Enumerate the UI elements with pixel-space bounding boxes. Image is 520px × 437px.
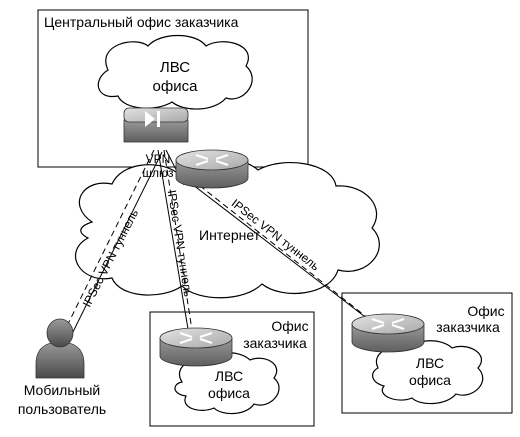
central-router-icon	[175, 149, 249, 189]
central-lan-cloud	[97, 35, 253, 110]
mobile-user-label-line2: пользователь	[18, 401, 106, 417]
branch2-title-line1: Офис	[467, 303, 504, 319]
branch1-lan-label-line2: офиса	[208, 385, 250, 401]
vpn-gateway-label-line2: шлюз	[142, 166, 174, 180]
branch1-lan-label-line1: ЛВС	[215, 368, 243, 384]
mobile-user-icon	[35, 318, 85, 379]
central-office-title: Центральный офис заказчика	[44, 14, 239, 30]
tunnel-branch1-line	[163, 149, 193, 331]
link-central-mobile	[69, 151, 163, 339]
branch1-title-line2: заказчика	[243, 335, 307, 351]
link-central-branch1	[157, 149, 190, 336]
branch2-lan-label-line1: ЛВС	[416, 355, 444, 371]
tunnel-mobile-line	[61, 149, 155, 337]
branch2-router-icon	[351, 313, 425, 353]
central-lan-label-line2: офиса	[153, 78, 199, 95]
internet-label: Интернет	[199, 227, 261, 243]
tunnel-branch2-line	[175, 166, 379, 327]
vpn-gateway-label-line1: VPN	[146, 152, 171, 166]
branch1-title-line1: Офис	[271, 318, 308, 334]
branch2-lan-label-line2: офиса	[409, 372, 451, 388]
branch2-title-line2: заказчика	[436, 319, 500, 335]
internet-cloud	[75, 157, 380, 299]
branch1-router-icon	[159, 327, 233, 367]
vpn-gateway-icon	[123, 107, 189, 143]
mobile-user-label-line1: Мобильный	[24, 382, 101, 398]
central-lan-label-line1: ЛВС	[160, 59, 190, 76]
